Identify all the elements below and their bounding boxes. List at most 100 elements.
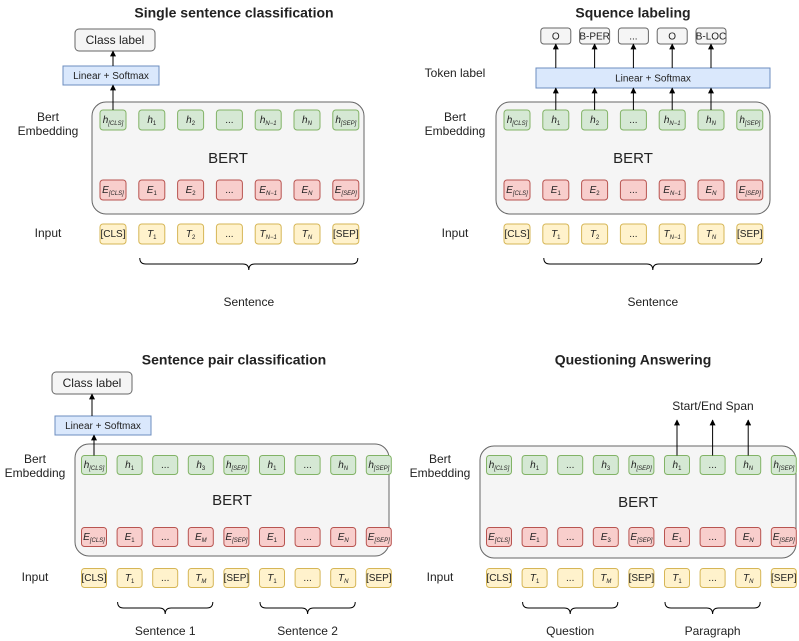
embedding-token: E1 bbox=[664, 527, 690, 547]
panel-title: Questioning Answering bbox=[555, 352, 712, 368]
bert-label: BERT bbox=[212, 492, 252, 509]
hidden-token: h[SEP] bbox=[770, 455, 797, 475]
input-token-text: TN−1 bbox=[664, 229, 681, 241]
input-token-text: ... bbox=[161, 573, 169, 584]
hidden-token-text: h[CLS] bbox=[507, 115, 528, 127]
embedding-token: ... bbox=[619, 179, 647, 201]
embedding-token-text: E[SEP] bbox=[225, 532, 247, 544]
embedding-token: ... bbox=[215, 179, 243, 201]
input-token-text: [SEP] bbox=[629, 573, 655, 584]
hidden-token: ... bbox=[215, 109, 243, 131]
embedding-token-text: ... bbox=[566, 532, 574, 543]
input-token-text: TN−1 bbox=[260, 229, 277, 241]
hidden-token-text: h[SEP] bbox=[368, 460, 389, 472]
token-tag: O bbox=[552, 32, 560, 43]
embedding-token: ... bbox=[557, 527, 584, 547]
embedding-token-text: E[SEP] bbox=[739, 185, 761, 197]
embedding-token: E[CLS] bbox=[486, 527, 512, 547]
hidden-token-text: h3 bbox=[196, 460, 206, 472]
embedding-token: E[SEP] bbox=[770, 527, 797, 547]
input-token: TN bbox=[330, 568, 357, 588]
embedding-token-text: ... bbox=[161, 532, 169, 543]
linear-softmax-label: Linear + Softmax bbox=[73, 71, 149, 82]
input-token-text: T1 bbox=[530, 573, 540, 585]
embedding-token-text: ... bbox=[708, 532, 716, 543]
hidden-token-text: h[SEP] bbox=[631, 460, 652, 472]
embedding-token: E2 bbox=[177, 179, 205, 201]
hidden-token-text: ... bbox=[303, 460, 311, 471]
input-token-text: [SEP] bbox=[737, 229, 763, 240]
embedding-token-text: EN−1 bbox=[663, 185, 681, 197]
input-token: TN bbox=[735, 568, 762, 588]
input-token-text: [CLS] bbox=[504, 229, 529, 240]
embedding-token: ... bbox=[699, 527, 726, 547]
input-token-text: [SEP] bbox=[224, 573, 250, 584]
hidden-token-text: h1 bbox=[147, 115, 157, 127]
input-token-text: [CLS] bbox=[486, 573, 511, 584]
hidden-token: h[SEP] bbox=[628, 455, 655, 475]
input-token: T1 bbox=[542, 223, 570, 245]
input-token: [CLS] bbox=[99, 223, 127, 245]
embedding-token-text: E1 bbox=[551, 185, 562, 197]
hidden-token-text: ... bbox=[708, 460, 716, 471]
hidden-token: h[CLS] bbox=[99, 109, 127, 131]
hidden-token-text: h[SEP] bbox=[226, 460, 247, 472]
group-brace bbox=[139, 257, 359, 271]
hidden-token: h[SEP] bbox=[736, 109, 764, 131]
class-label: Class label bbox=[86, 33, 145, 47]
input-token: [CLS] bbox=[81, 568, 107, 588]
embedding-token-text: E3 bbox=[601, 532, 612, 544]
input-token-text: T1 bbox=[551, 229, 561, 241]
input-token: ... bbox=[294, 568, 321, 588]
hidden-token-text: h1 bbox=[673, 460, 683, 472]
input-token-text: T1 bbox=[672, 573, 682, 585]
hidden-token: h[SEP] bbox=[223, 455, 250, 475]
input-token: [CLS] bbox=[486, 568, 512, 588]
hidden-token: h[SEP] bbox=[332, 109, 360, 131]
input-token: ... bbox=[152, 568, 179, 588]
input-label: Input bbox=[35, 226, 62, 240]
embedding-token-text: EM bbox=[195, 532, 207, 544]
input-token: T1 bbox=[116, 568, 143, 588]
group-label: Question bbox=[546, 624, 594, 638]
hidden-token: hN−1 bbox=[254, 109, 282, 131]
embedding-token-text: E[SEP] bbox=[368, 532, 390, 544]
input-label: Input bbox=[427, 570, 454, 584]
embedding-token-text: E[SEP] bbox=[630, 532, 652, 544]
start-end-span-label: Start/End Span bbox=[672, 399, 753, 413]
input-token: T2 bbox=[581, 223, 609, 245]
embedding-token: EN bbox=[293, 179, 321, 201]
panel-title: Sentence pair classification bbox=[142, 352, 326, 368]
bert-label: BERT bbox=[613, 150, 653, 167]
hidden-token: h1 bbox=[664, 455, 690, 475]
hidden-token: h1 bbox=[138, 109, 166, 131]
embedding-token: E[SEP] bbox=[365, 527, 392, 547]
hidden-token-text: ... bbox=[161, 460, 169, 471]
token-tag: O bbox=[668, 32, 676, 43]
linear-softmax-box bbox=[54, 415, 152, 436]
embedding-token: EN bbox=[735, 527, 762, 547]
input-token-text: ... bbox=[629, 229, 637, 240]
input-token: [SEP] bbox=[365, 568, 392, 588]
group-brace bbox=[259, 601, 356, 615]
input-token: [SEP] bbox=[628, 568, 655, 588]
hidden-token-text: h1 bbox=[268, 460, 278, 472]
group-label: Paragraph bbox=[685, 624, 741, 638]
hidden-token: hN bbox=[735, 455, 762, 475]
hidden-token: hN−1 bbox=[658, 109, 686, 131]
input-token: ... bbox=[619, 223, 647, 245]
input-token-text: [CLS] bbox=[100, 229, 125, 240]
input-token-text: ... bbox=[708, 573, 716, 584]
input-token-text: ... bbox=[225, 229, 233, 240]
input-token: T1 bbox=[259, 568, 285, 588]
embedding-token: E[SEP] bbox=[628, 527, 655, 547]
group-label: Sentence 1 bbox=[135, 624, 196, 638]
embedding-token: ... bbox=[152, 527, 179, 547]
hidden-token-text: hN−1 bbox=[664, 115, 681, 127]
embedding-token: E[SEP] bbox=[736, 179, 764, 201]
hidden-token: h1 bbox=[259, 455, 285, 475]
embedding-token-text: E[CLS] bbox=[83, 532, 105, 544]
hidden-token: ... bbox=[557, 455, 584, 475]
